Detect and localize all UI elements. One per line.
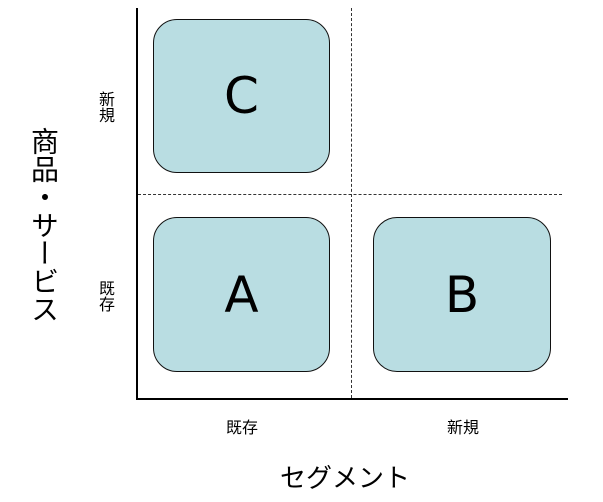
quadrant-label-c: C [224, 67, 259, 125]
horizontal-divider [138, 194, 562, 195]
quadrant-box-a: A [153, 217, 330, 372]
x-axis-title: セグメント [280, 464, 411, 494]
y-axis-title: 商品・サービス [27, 127, 60, 323]
quadrant-box-c: C [153, 19, 330, 173]
x-tick-right: 新規 [447, 418, 480, 437]
quadrant-label-a: A [224, 265, 259, 324]
y-tick-lower: 既存 [96, 280, 115, 312]
quadrant-box-b: B [373, 217, 551, 372]
quadrant-label-b: B [444, 265, 480, 324]
y-axis-line [136, 8, 138, 400]
x-axis-line [136, 398, 568, 400]
y-tick-upper: 新規 [96, 91, 115, 123]
x-tick-left: 既存 [226, 418, 259, 437]
vertical-divider [351, 8, 352, 398]
